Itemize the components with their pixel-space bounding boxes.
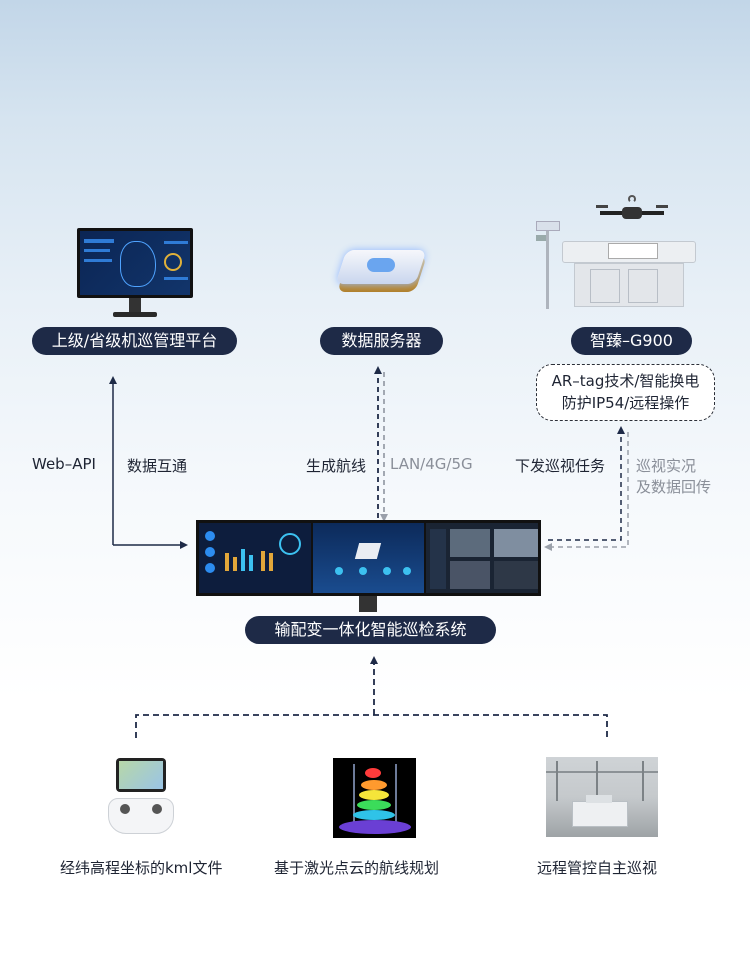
- zhizhen-node: 智臻–G900: [571, 327, 692, 355]
- arrow-dispatch-task: [548, 426, 625, 541]
- source-label-lidar: 基于激光点云的航线规划: [274, 859, 440, 877]
- label-generate-route: 生成航线: [306, 457, 367, 475]
- feature-line-2: 防护IP54/远程操作: [561, 394, 690, 412]
- source-label-kml: 经纬高程坐标的kml文件: [60, 859, 223, 877]
- center-monitors-icon: [196, 520, 541, 616]
- label-network: LAN/4G/5G: [390, 455, 473, 473]
- lidar-point-cloud-icon: [333, 758, 416, 838]
- data-server-node: 数据服务器: [320, 327, 443, 355]
- drone-dock-icon: [530, 195, 700, 310]
- server-chip-icon: [335, 248, 427, 296]
- feature-line-1: AR–tag技术/智能换电: [551, 372, 700, 390]
- source-label-remote: 远程管控自主巡视: [537, 859, 658, 877]
- substation-dock-icon: [546, 757, 658, 837]
- label-live-view-1: 巡视实况: [636, 457, 697, 475]
- label-web-api: Web–API: [32, 455, 96, 473]
- remote-controller-icon: [104, 758, 176, 838]
- label-dispatch-task: 下发巡视任务: [515, 457, 606, 475]
- platform-node: 上级/省级机巡管理平台: [32, 327, 237, 355]
- label-live-view-2: 及数据回传: [636, 478, 712, 496]
- source-bracket: [135, 714, 608, 738]
- arrow-live-view: [544, 432, 629, 551]
- label-data-exchange: 数据互通: [127, 457, 188, 475]
- platform-monitor-icon: [77, 228, 193, 318]
- center-system-node: 输配变一体化智能巡检系统: [245, 616, 496, 644]
- zhizhen-features-box: AR–tag技术/智能换电 防护IP54/远程操作: [536, 364, 715, 421]
